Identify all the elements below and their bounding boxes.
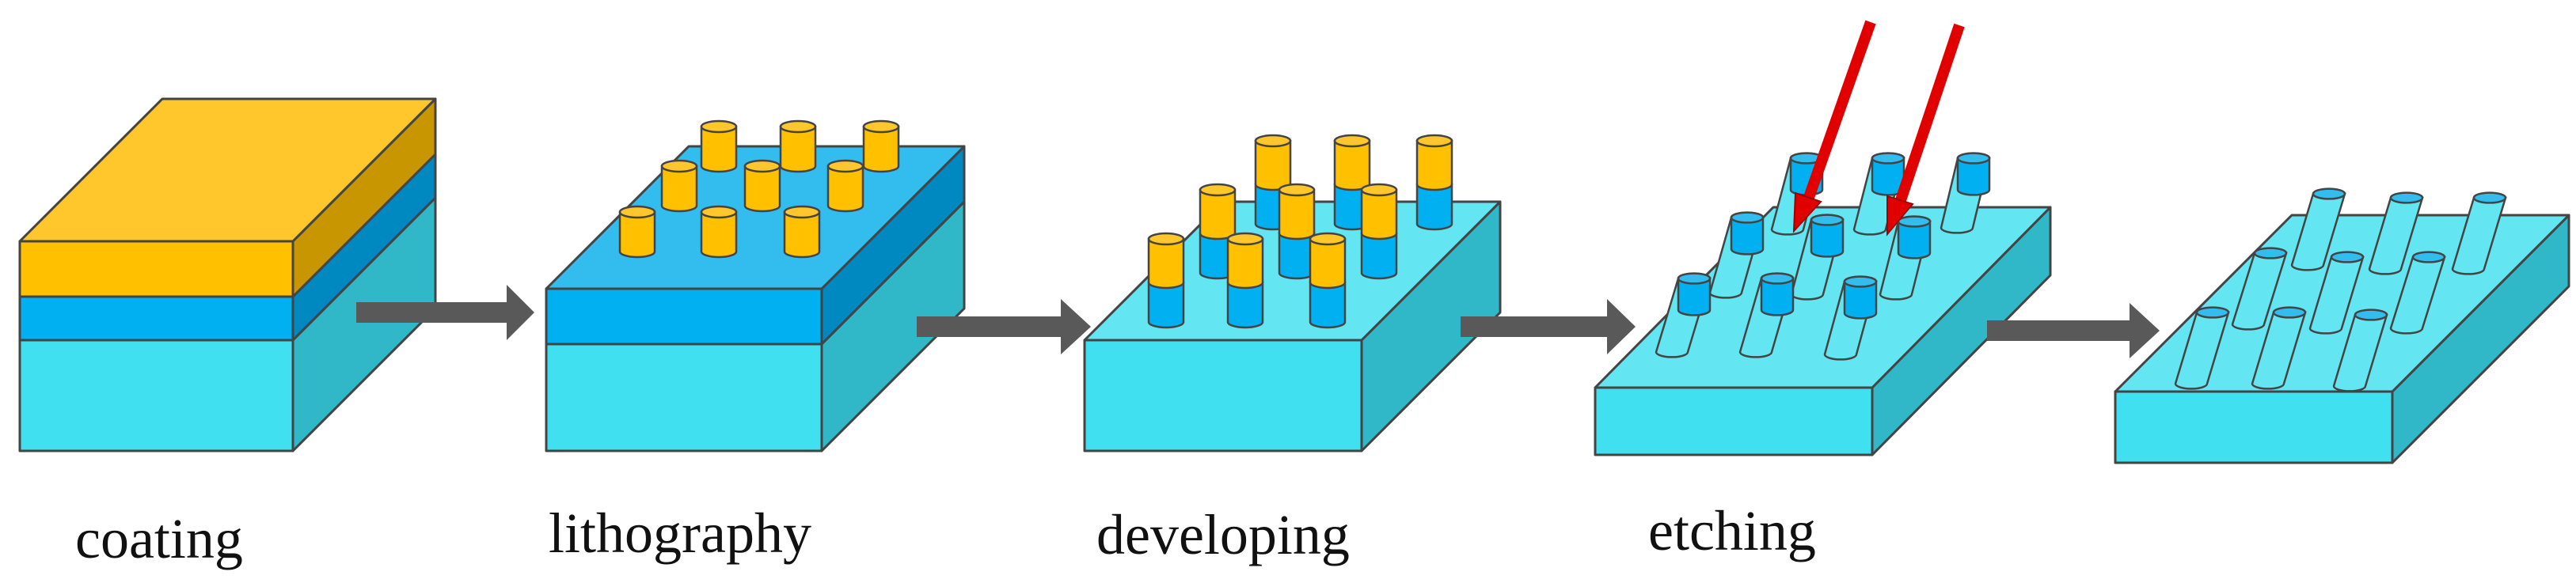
resist-pillar — [660, 159, 698, 213]
step-label-coating: coating — [75, 507, 243, 570]
two-layer-pillar — [1278, 183, 1316, 280]
two-layer-pillar — [1226, 232, 1264, 329]
etch-beam-arrow — [1886, 23, 1965, 237]
resist-layer-front — [18, 240, 294, 298]
resist-pillar — [700, 119, 738, 173]
substrate-front — [18, 339, 294, 452]
nanopillar — [2290, 187, 2346, 271]
coating-stack — [18, 97, 437, 452]
pillar-cap — [1810, 214, 1845, 258]
pillar-cap — [1897, 215, 1932, 259]
pillar-cap — [1760, 272, 1795, 316]
process-arrow — [1987, 303, 2160, 358]
middle-layer-front — [545, 287, 823, 346]
substrate-front — [545, 343, 823, 452]
resist-pillar — [862, 119, 900, 173]
etching-stack — [1594, 206, 2052, 456]
two-layer-pillar — [1415, 134, 1453, 231]
resist-layer-top — [18, 97, 437, 243]
etch-beams — [1792, 20, 1965, 237]
resist-pillars — [618, 119, 900, 259]
step-label-etching: etching — [1648, 499, 1816, 562]
nanopillar — [2332, 309, 2388, 392]
resist-pillar — [700, 205, 738, 259]
substrate-front — [2114, 390, 2394, 464]
nanopillar — [2451, 191, 2507, 275]
etch-beam-arrow — [1792, 20, 1876, 233]
nanopillar — [2389, 251, 2446, 335]
substrate-front — [1083, 339, 1363, 452]
resist-pillar — [743, 159, 781, 213]
process-arrow — [917, 299, 1091, 354]
process-arrow — [356, 285, 534, 340]
two-layer-pillar — [1309, 232, 1347, 329]
process-arrows — [356, 285, 2160, 358]
resist-pillar — [826, 159, 864, 213]
etched-pillars — [1655, 152, 1991, 361]
nanopillar — [2231, 247, 2288, 331]
substrate-top — [1594, 206, 2052, 389]
pillar-cap — [1730, 211, 1765, 256]
step-label-developing: developing — [1096, 503, 1350, 566]
resist-pillar — [779, 119, 817, 173]
two-layer-pillar — [1147, 232, 1185, 329]
two-layer-pillar — [1360, 183, 1398, 280]
two-layer-pillar — [1199, 183, 1237, 280]
nanopillar — [2251, 306, 2307, 390]
pillar-cap — [1677, 272, 1712, 316]
final-nanopillars — [2174, 187, 2507, 392]
nanopillar — [2308, 251, 2365, 335]
resist-pillar — [783, 205, 821, 259]
pillar-cap — [1956, 152, 1991, 196]
middle-layer-front — [18, 295, 294, 342]
nanopillar — [2368, 191, 2424, 275]
process-arrow — [1461, 299, 1636, 354]
substrate-front — [1594, 386, 1874, 456]
nanopillar — [2174, 306, 2230, 390]
resist-pillar — [618, 205, 656, 259]
step-label-lithography: lithography — [549, 502, 811, 565]
developed-pillars — [1147, 134, 1453, 329]
pillar-cap — [1843, 275, 1878, 320]
